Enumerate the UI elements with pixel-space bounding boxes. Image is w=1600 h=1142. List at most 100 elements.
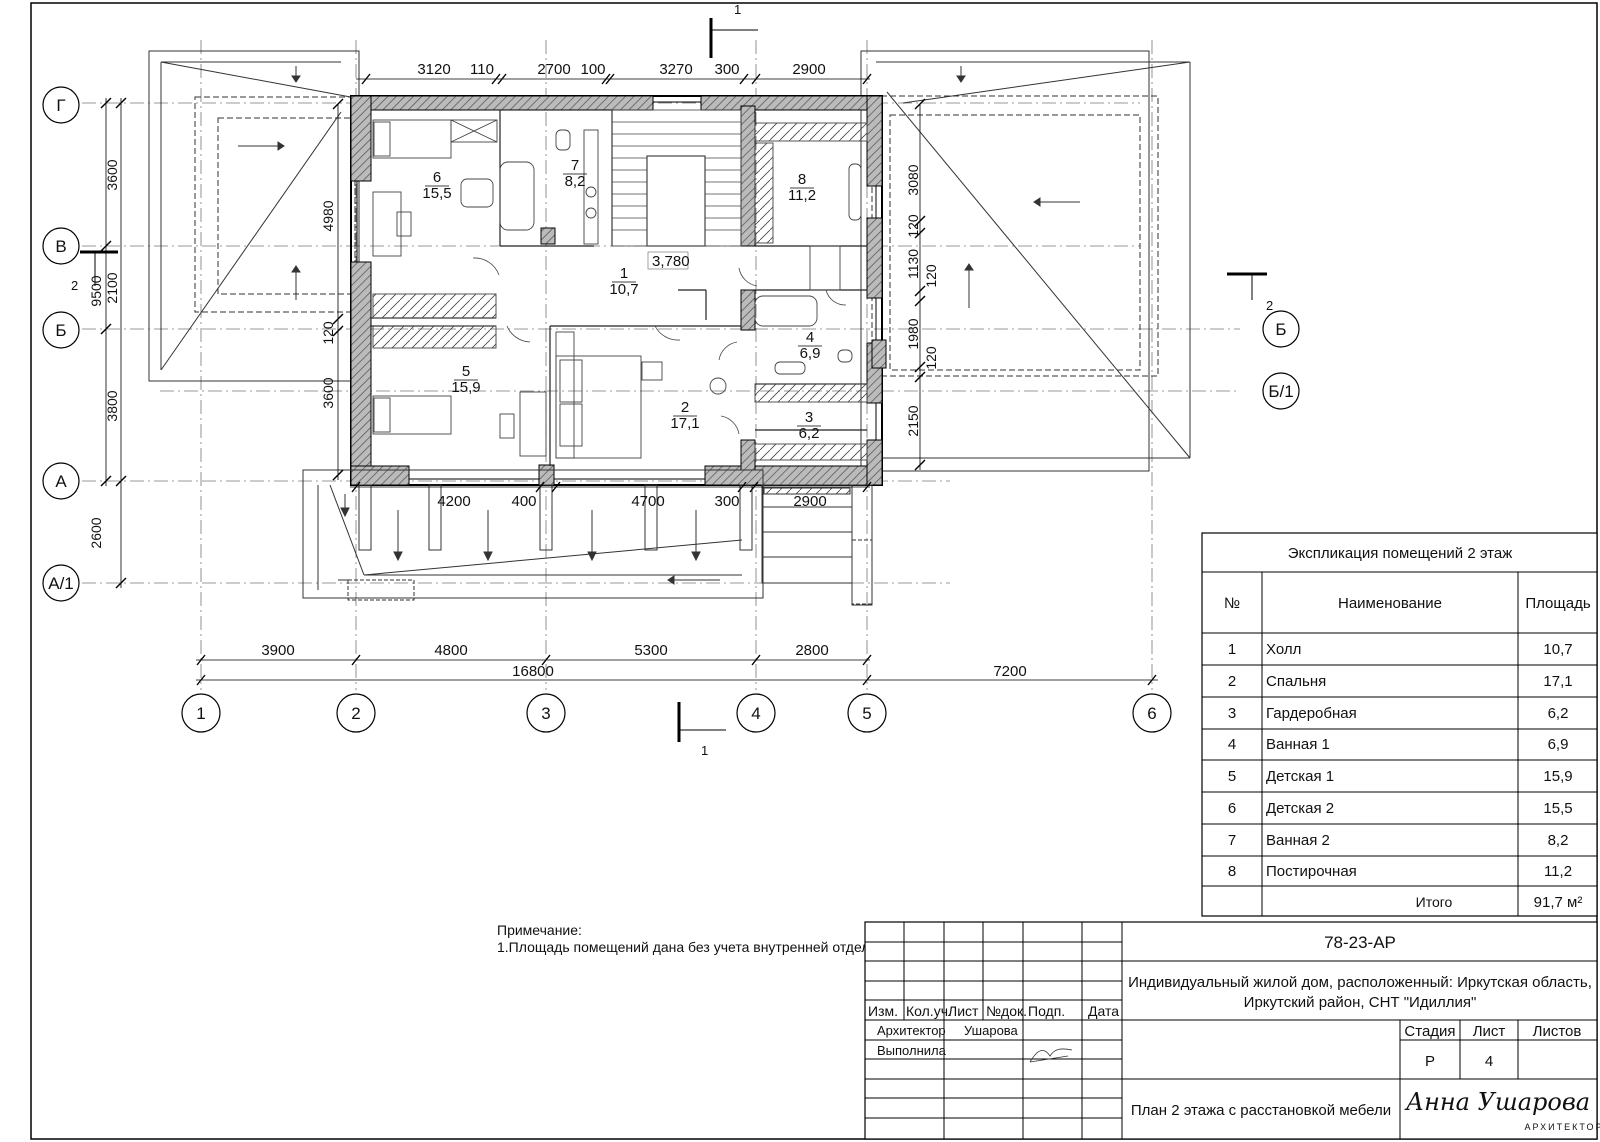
left-roof <box>148 50 360 382</box>
architect-logo: Анна Ушарова АРХИТЕКТОР <box>1404 1088 1600 1132</box>
level-mark-box <box>647 251 689 270</box>
stamp-role-executed: Выполнила <box>877 1043 947 1058</box>
dimension-ticks <box>100 73 1157 686</box>
explication-header-num: № <box>1224 595 1240 612</box>
dimension-lines <box>105 78 1158 681</box>
dim-bottom-3: 5300 <box>634 642 667 659</box>
staircase <box>611 109 742 247</box>
stamp-col-data: Дата <box>1088 1003 1119 1019</box>
dim-right-3: 1130 <box>905 249 921 279</box>
stamp-col-koluch: Кол.уч. <box>906 1003 952 1019</box>
explication-row-2-area: 17,1 <box>1543 673 1572 690</box>
axis-label-g: Г <box>56 96 65 115</box>
explication-row-2-num: 2 <box>1228 673 1236 690</box>
dim-right-5: 1980 <box>905 318 921 349</box>
svg-text:15,9: 15,9 <box>451 379 480 396</box>
dim-mid-4: 300 <box>714 493 739 510</box>
room-label-3: 3 6,2 <box>797 409 821 442</box>
explication-row-3-name: Гардеробная <box>1266 705 1357 722</box>
note-line: 1.Площадь помещений дана без учета внутр… <box>497 939 887 955</box>
dim-top-7: 2900 <box>792 61 825 78</box>
explication-row-6-area: 15,5 <box>1543 800 1572 817</box>
room-label-8: 8 11,2 <box>788 171 816 204</box>
section-2-right-label: 2 <box>1266 298 1273 313</box>
dim-mid-5: 2900 <box>793 493 826 510</box>
room-label-6: 6 15,5 <box>422 169 451 202</box>
dim-left-total: 9500 <box>88 275 104 306</box>
dim-right-7: 2150 <box>905 405 921 436</box>
dim-right-2: 120 <box>905 214 921 238</box>
furniture <box>372 119 868 461</box>
dim-bottom-1: 3900 <box>261 642 294 659</box>
axis-label-b1-right: Б/1 <box>1268 382 1293 401</box>
room-label-7: 7 8,2 <box>563 157 587 190</box>
right-roof <box>860 50 1191 472</box>
room-labels: 1 10,7 2 17,1 3 6,2 4 6,9 5 <box>422 157 822 442</box>
axis-label-1: 1 <box>196 704 205 723</box>
explication-total-label: Итого <box>1416 894 1453 910</box>
explication-row-4-num: 4 <box>1228 736 1236 753</box>
dim-bottom-2: 4800 <box>434 642 467 659</box>
terrace <box>302 469 764 601</box>
explication-header-name: Наименование <box>1338 595 1442 612</box>
svg-text:АРХИТЕКТОР: АРХИТЕКТОР <box>1525 1122 1600 1132</box>
axis-label-6: 6 <box>1147 704 1156 723</box>
dim-mid-2: 400 <box>511 493 536 510</box>
axis-label-3: 3 <box>541 704 550 723</box>
section-1-top-label: 1 <box>734 2 741 17</box>
svg-text:11,2: 11,2 <box>788 187 816 204</box>
dim-inner-2: 120 <box>320 321 336 345</box>
project-code: 78-23-АР <box>1324 933 1396 952</box>
dim-top-1: 3120 <box>417 61 450 78</box>
note-title: Примечание: <box>497 922 582 938</box>
axis-grid-lines <box>82 40 1240 690</box>
svg-text:5: 5 <box>462 363 470 380</box>
explication-row-8-area: 11,2 <box>1544 863 1572 880</box>
explication-row-8-num: 8 <box>1228 863 1236 880</box>
explication-row-2-name: Спальня <box>1266 673 1326 690</box>
dim-left-4: 2600 <box>88 517 104 548</box>
dim-left-3: 3800 <box>104 390 120 421</box>
explication-row-8-name: Постирочная <box>1266 863 1357 880</box>
sheet-value: 4 <box>1485 1053 1493 1070</box>
dim-top-3: 2700 <box>537 61 570 78</box>
explication-row-5-area: 15,9 <box>1543 768 1572 785</box>
svg-text:3: 3 <box>805 409 813 426</box>
dim-bottom-4: 2800 <box>795 642 828 659</box>
axis-label-5: 5 <box>862 704 871 723</box>
axis-label-b: Б <box>55 321 66 340</box>
stamp-col-ndok: №док. <box>986 1003 1027 1019</box>
svg-text:10,7: 10,7 <box>609 281 638 298</box>
dim-left-2: 2100 <box>104 272 120 303</box>
explication-row-4-name: Ванная 1 <box>1266 736 1330 753</box>
explication-header-area: Площадь <box>1525 595 1590 612</box>
room-label-5: 5 15,9 <box>451 363 480 396</box>
exterior-stairs <box>761 484 873 606</box>
explication-row-7-name: Ванная 2 <box>1266 832 1330 849</box>
axis-label-v: В <box>55 237 66 256</box>
floor-plan: 1 1 2 2 Г В Б А А/1 Б Б/1 1 <box>42 2 1300 758</box>
dim-bottom-total: 16800 <box>512 663 554 680</box>
signature-mark <box>1029 1048 1073 1063</box>
explication-title: Экспликация помещений 2 этаж <box>1288 545 1513 562</box>
drawing-title: План 2 этажа с расстановкой мебели <box>1131 1102 1391 1119</box>
project-address-line1: Индивидуальный жилой дом, расположенный:… <box>1128 974 1592 991</box>
explication-row-5-num: 5 <box>1228 768 1236 785</box>
svg-text:15,5: 15,5 <box>422 185 451 202</box>
dim-left-1: 3600 <box>104 159 120 190</box>
stamp-name-architect: Ушарова <box>964 1023 1019 1038</box>
section-marks <box>80 18 1267 742</box>
stage-value: Р <box>1425 1053 1435 1070</box>
explication-row-1-num: 1 <box>1228 641 1236 658</box>
dim-inner-1: 4980 <box>320 200 336 231</box>
explication-table: Экспликация помещений 2 этаж № Наименова… <box>1201 532 1598 917</box>
dim-bottom-right: 7200 <box>993 663 1026 680</box>
dim-mid-3: 4700 <box>631 493 664 510</box>
axis-label-4: 4 <box>751 704 760 723</box>
doors <box>472 257 847 435</box>
dim-inner-3: 3600 <box>320 377 336 408</box>
room-label-4: 4 6,9 <box>798 329 822 362</box>
svg-text:2: 2 <box>681 399 689 416</box>
section-1-bottom-label: 1 <box>701 743 708 758</box>
svg-text:7: 7 <box>571 157 579 174</box>
